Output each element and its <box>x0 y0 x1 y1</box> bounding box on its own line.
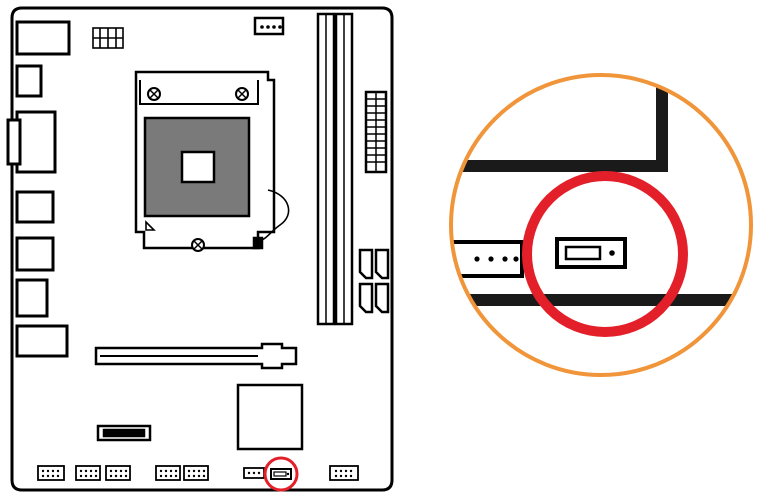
io-port-5 <box>15 278 49 318</box>
socket-retention-arm <box>139 80 259 105</box>
sata-port-3 <box>358 282 374 314</box>
socket-lever-clip <box>252 236 264 250</box>
atx-power-connector <box>364 90 388 174</box>
header-usb-2 <box>105 465 131 481</box>
zoom-trace-upper <box>451 75 668 172</box>
zoom-highlighted-connector <box>555 237 627 269</box>
motherboard <box>10 6 394 492</box>
io-port-vga <box>15 110 57 174</box>
highlight-marker-small <box>263 456 299 492</box>
pcie-x16-slot <box>94 342 298 370</box>
socket-screws <box>147 87 249 252</box>
cpu-power-connector <box>92 27 124 49</box>
sata-ports <box>358 248 390 314</box>
socket-pin1-mark <box>145 220 156 231</box>
io-port-4 <box>15 236 55 272</box>
header-usb-1 <box>75 465 101 481</box>
header-usb-3 <box>155 465 181 481</box>
zoom-fan-header <box>451 240 524 278</box>
header-front-panel <box>329 465 359 481</box>
chipset <box>236 383 304 451</box>
io-port-3 <box>15 190 55 224</box>
header-audio <box>37 465 65 481</box>
bottom-header-pins <box>41 469 353 478</box>
highlighted-header-small <box>263 456 299 492</box>
cpu-socket <box>134 70 290 250</box>
memory-slots <box>316 12 354 326</box>
io-port-vga-flange <box>6 118 22 166</box>
cpu-fan-header <box>253 16 285 36</box>
socket-center <box>180 150 216 184</box>
sata-port-4 <box>374 282 390 314</box>
header-usb-4 <box>183 465 209 481</box>
socket-lever <box>257 189 290 243</box>
zoom-circle-border <box>449 73 753 377</box>
highlight-marker-ring <box>522 171 688 337</box>
io-port-1 <box>15 20 71 56</box>
socket-frame <box>134 70 276 250</box>
board-outline <box>10 6 394 492</box>
zoom-inset <box>449 73 753 377</box>
sata-port-2 <box>374 248 390 280</box>
m2-slot <box>96 424 152 442</box>
rear-io-ports <box>6 20 71 358</box>
io-port-6 <box>15 324 69 358</box>
bottom-headers <box>37 465 359 481</box>
io-port-2 <box>15 64 43 98</box>
sata-port-1 <box>358 248 374 280</box>
